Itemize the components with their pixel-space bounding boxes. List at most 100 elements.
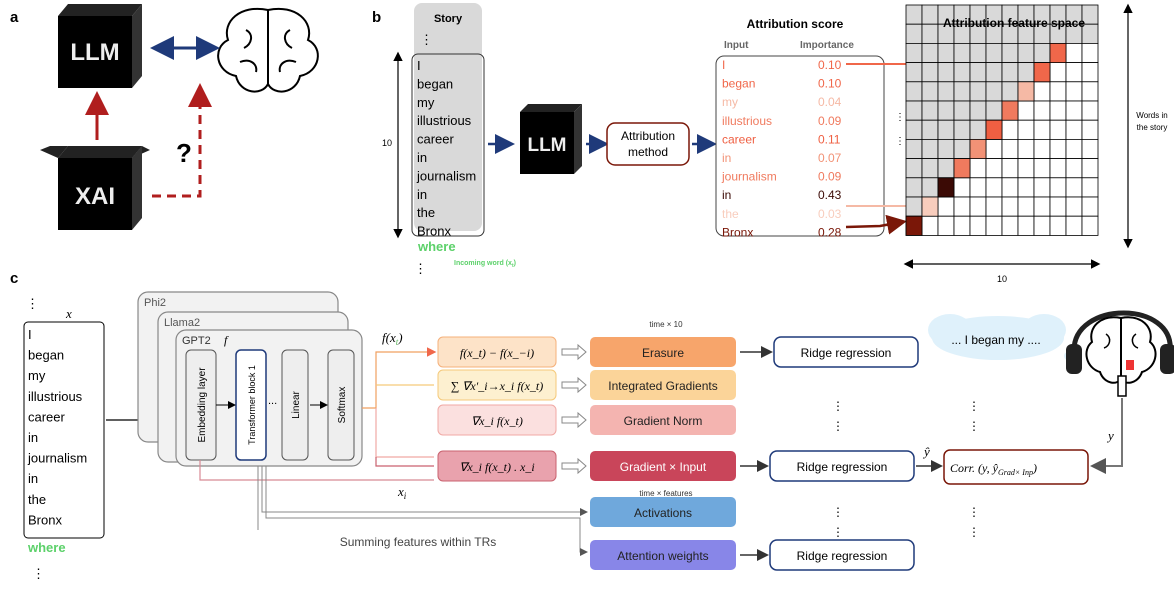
panel-a-label: a (10, 9, 19, 26)
grid-cell (921, 100, 939, 121)
grid-cell (953, 100, 971, 121)
grid-cell (937, 158, 955, 179)
formula-text: ∇x_i f(x_t) . x_i (459, 460, 534, 474)
grid-cell (1049, 119, 1067, 140)
grid-cell (953, 138, 971, 159)
method-box (590, 451, 736, 481)
ridge-dots-2: ⋮ (832, 419, 844, 433)
method-box (590, 370, 736, 400)
grid-cell (905, 196, 923, 217)
incoming-caption: Incoming word (xt) (454, 260, 516, 269)
llm-label-b: LLM (527, 135, 566, 156)
score-word: I (722, 58, 725, 72)
grid-cell (1017, 43, 1035, 64)
story-word: I (417, 58, 421, 73)
panel-b-label: b (372, 9, 381, 26)
story-background (414, 3, 482, 231)
correlation-box (943, 449, 1089, 485)
grid-cell (905, 138, 923, 159)
layer-ellipsis: ... (268, 395, 277, 407)
grid-cell (1065, 196, 1083, 217)
score-word: journalism (721, 170, 777, 184)
grid-size-label: 10 (997, 274, 1007, 284)
grid-cell (905, 158, 923, 179)
grid-cell (1081, 62, 1099, 83)
grid-cell (905, 81, 923, 102)
corr-dots-2: ⋮ (968, 419, 980, 433)
grid-cell (969, 215, 987, 236)
c-story-word: in (28, 471, 38, 486)
x-label: x (65, 306, 72, 321)
method-label: Gradient × Input (620, 460, 707, 474)
grid-cell (1017, 158, 1035, 179)
story-window (411, 53, 485, 237)
ridge-dots-3: ⋮ (832, 505, 844, 519)
grid-cell (969, 158, 987, 179)
method-label: Integrated Gradients (608, 379, 717, 393)
score-word: my (722, 95, 738, 109)
grid-cell (1017, 119, 1035, 140)
grid-cell (921, 4, 939, 25)
grid-cell (1081, 138, 1099, 159)
formula-box (437, 336, 557, 368)
attribution-cell (937, 177, 955, 198)
method-box (590, 337, 736, 367)
attribution-cell (1033, 62, 1051, 83)
score-word: in (722, 151, 731, 165)
grid-cell (1065, 215, 1083, 236)
score-word: in (722, 188, 731, 202)
c-incoming-word: where (27, 540, 66, 555)
story-word: began (417, 76, 453, 91)
grid-cell (937, 100, 955, 121)
grid-cell (953, 119, 971, 140)
grid-cell (1065, 177, 1083, 198)
transformer-block (235, 349, 267, 461)
grid-cell (905, 62, 923, 83)
attribution-cell (1017, 81, 1035, 102)
fx-to-gradinput (375, 457, 434, 467)
linear-layer (281, 349, 309, 461)
grid-cell (937, 43, 955, 64)
grid-cell (1017, 100, 1035, 121)
grid-cell (921, 119, 939, 140)
scores-title: Attribution score (747, 17, 844, 31)
score-arrow-bronx (845, 214, 907, 235)
ridge-regression-attention (769, 539, 915, 571)
grid-cell (969, 177, 987, 198)
grid-cell (921, 215, 939, 236)
grid-cell (921, 43, 939, 64)
llm-label-a: LLM (70, 39, 119, 66)
score-value: 0.04 (818, 95, 842, 109)
grid-cell (905, 177, 923, 198)
corr-dots-4: ⋮ (968, 525, 980, 539)
grid-cell (969, 81, 987, 102)
score-word: Bronx (722, 225, 753, 239)
story-word-list: Ibeganmyillustriouscareerinjournalismint… (416, 58, 476, 239)
grid-cell (1065, 138, 1083, 159)
y-label: y (1106, 428, 1114, 443)
brain-icon (217, 7, 319, 93)
grid-cell (1049, 177, 1067, 198)
formula-box (437, 404, 557, 436)
grid-cell (1049, 196, 1067, 217)
grid-cell (1081, 215, 1099, 236)
formula-text: ∑ ∇x′_i→x_i f(x_t) (451, 379, 544, 393)
method-label: Gradient Norm (624, 414, 703, 428)
grid-cell (905, 100, 923, 121)
window-size-label: 10 (382, 138, 392, 148)
grid-cell (1049, 81, 1067, 102)
grid-cell (953, 196, 971, 217)
attribution-cell (985, 119, 1003, 140)
grid-cell (1001, 177, 1019, 198)
score-value: 0.11 (818, 132, 841, 146)
c-story-word: illustrious (28, 389, 83, 404)
embedding-layer-label: Embedding layer (197, 367, 208, 443)
xai-label: XAI (75, 183, 115, 210)
grid-cell (985, 196, 1003, 217)
c-story-word: in (28, 430, 38, 445)
hollow-arrow (561, 376, 587, 394)
grid-cell (969, 196, 987, 217)
method-box (590, 405, 736, 435)
